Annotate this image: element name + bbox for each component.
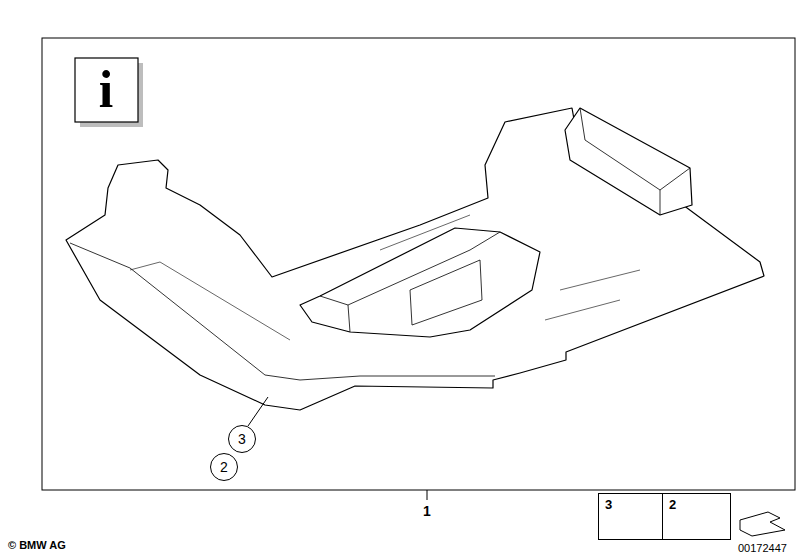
callout-number: 2 [669,498,676,511]
info-icon [75,58,138,122]
callout-number: 3 [605,498,612,511]
skid-plate [66,108,764,410]
callout-number: 2 [220,460,228,474]
legend-cell: 3 [598,493,663,540]
callout-number: 3 [228,425,256,453]
part-number: 1 [423,504,431,518]
leader-line [248,397,268,426]
frame [42,38,795,490]
callout-number: 2 [210,453,238,481]
legend-cell: 2 [662,493,731,540]
bracket [565,108,692,215]
leader-line [427,490,428,500]
direction-arrow [740,512,785,536]
engine-hump [300,228,540,337]
info-icon-letter: i [99,64,113,116]
callout-number: 3 [238,432,246,446]
copyright: © BMW AG [8,540,66,551]
diagram-id: 00172447 [738,543,787,554]
